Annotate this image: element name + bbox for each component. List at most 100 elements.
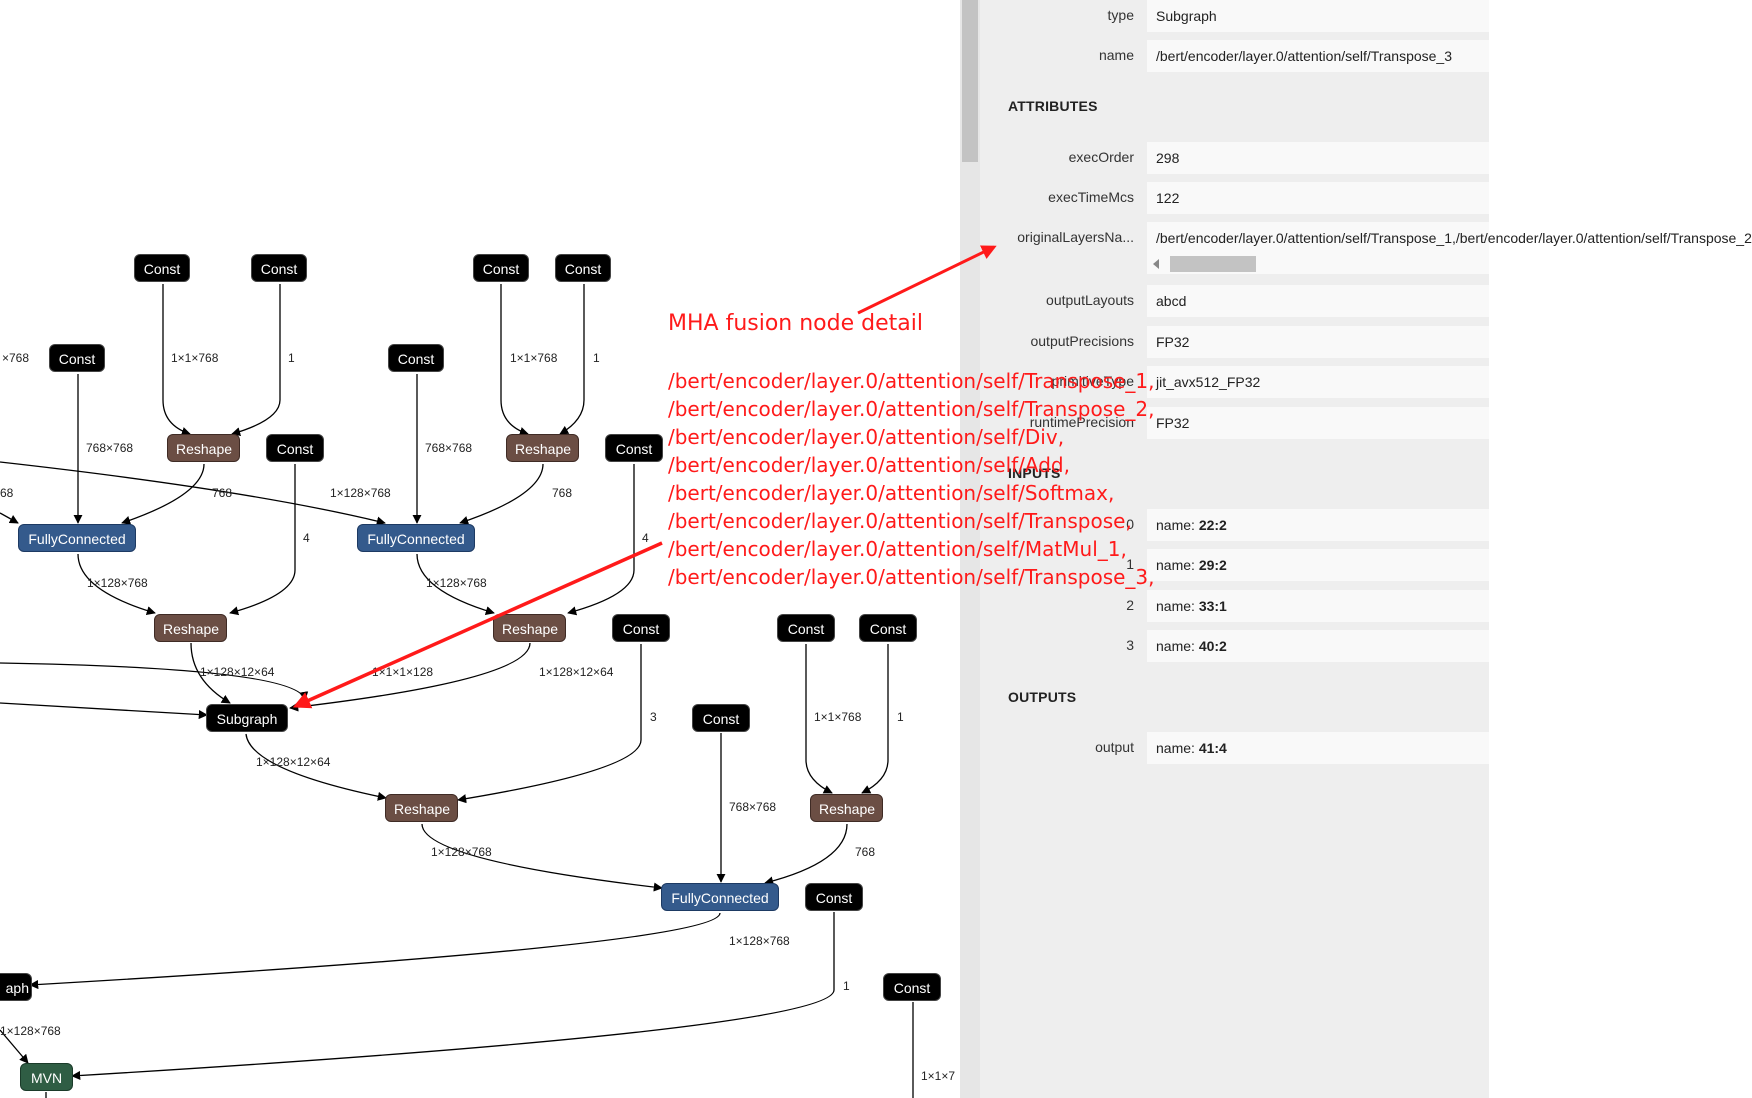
- scrollbar-thumb[interactable]: [1170, 256, 1256, 272]
- node-subgraph[interactable]: aph: [0, 973, 32, 1001]
- prop-value[interactable]: /bert/encoder/layer.0/attention/self/Tra…: [1147, 40, 1489, 72]
- node-const[interactable]: Const: [134, 254, 190, 282]
- prop-value[interactable]: FP32: [1147, 326, 1489, 358]
- prop-key: execOrder: [1068, 149, 1134, 165]
- prop-row-primitive-type: primitiveType jit_avx512_FP32: [980, 366, 1489, 398]
- edge: [459, 463, 544, 525]
- prop-key: outputPrecisions: [1030, 333, 1134, 349]
- node-const[interactable]: Const: [49, 344, 105, 372]
- output-name-label: name:: [1156, 740, 1199, 756]
- node-fully-connected[interactable]: FullyConnected: [661, 883, 779, 911]
- prop-key: outputLayouts: [1046, 292, 1134, 308]
- node-const[interactable]: Const: [777, 614, 835, 642]
- prop-row-original-layers: originalLayersNa... /bert/encoder/layer.…: [980, 222, 1752, 254]
- prop-row-exec-order: execOrder 298: [980, 142, 1489, 174]
- node-reshape[interactable]: Reshape: [493, 614, 566, 642]
- input-row: 0 name: 22:2: [980, 509, 1489, 541]
- graph-edges: [0, 284, 914, 1098]
- node-reshape[interactable]: Reshape: [810, 794, 883, 822]
- node-subgraph-selected[interactable]: Subgraph: [206, 704, 288, 732]
- node-const[interactable]: Const: [251, 254, 307, 282]
- node-reshape[interactable]: Reshape: [506, 434, 579, 462]
- section-header-outputs: OUTPUTS: [1008, 689, 1077, 705]
- input-name-label: name:: [1156, 638, 1199, 654]
- node-const[interactable]: Const: [612, 614, 670, 642]
- edge: [229, 464, 296, 616]
- edge-label: 1×128×768: [87, 576, 148, 590]
- node-const[interactable]: Const: [473, 254, 529, 282]
- edge-label: 1×1×7: [921, 1069, 956, 1083]
- prop-value[interactable]: 122: [1147, 182, 1489, 214]
- prop-value[interactable]: 298: [1147, 142, 1489, 174]
- node-const[interactable]: Const: [266, 434, 324, 462]
- edge-label: 768: [552, 486, 573, 500]
- section-header-inputs: INPUTS: [1008, 465, 1061, 481]
- edge-label: 1×128×12×64: [539, 665, 614, 679]
- prop-value[interactable]: Subgraph: [1147, 0, 1489, 32]
- edge-label: 68: [0, 486, 14, 500]
- node-const[interactable]: Const: [805, 883, 863, 911]
- input-row: 2 name: 33:1: [980, 590, 1489, 622]
- horizontal-scrollbar[interactable]: [1147, 254, 1489, 274]
- prop-value[interactable]: name: 22:2: [1147, 509, 1489, 541]
- vertical-scrollbar[interactable]: [960, 0, 980, 1098]
- node-const[interactable]: Const: [555, 254, 611, 282]
- prop-row-name: name /bert/encoder/layer.0/attention/sel…: [980, 40, 1489, 72]
- node-reshape[interactable]: Reshape: [385, 794, 458, 822]
- prop-row-runtime-precision: runtimePrecision FP32: [980, 407, 1489, 439]
- input-name-label: name:: [1156, 557, 1199, 573]
- edge-label: 1×1×768: [510, 351, 558, 365]
- node-const[interactable]: Const: [388, 344, 444, 372]
- node-const[interactable]: Const: [883, 973, 941, 1001]
- edge-label: 1×128×12×64: [256, 755, 331, 769]
- edge: [500, 284, 529, 436]
- prop-value[interactable]: name: 40:2: [1147, 630, 1489, 662]
- edge: [71, 912, 835, 1081]
- edge-label: 1×128×768: [330, 486, 391, 500]
- edge-label: 768×768: [86, 441, 134, 455]
- edge-label: 768×768: [729, 800, 777, 814]
- prop-value[interactable]: abcd: [1147, 285, 1489, 317]
- edge-label: 1×1×768: [171, 351, 219, 365]
- edge: [567, 464, 635, 616]
- edge-label: 1: [593, 351, 600, 365]
- prop-value[interactable]: FP32: [1147, 407, 1489, 439]
- edge: [559, 284, 585, 435]
- prop-value[interactable]: jit_avx512_FP32: [1147, 366, 1489, 398]
- prop-key: originalLayersNa...: [1017, 229, 1134, 245]
- node-fully-connected[interactable]: FullyConnected: [18, 524, 136, 552]
- node-reshape[interactable]: Reshape: [167, 434, 240, 462]
- edge: [0, 1029, 29, 1064]
- prop-key: name: [1098, 47, 1134, 63]
- edge-label: 1: [897, 710, 904, 724]
- node-const[interactable]: Const: [692, 704, 750, 732]
- output-row: output name: 41:4: [980, 732, 1489, 764]
- edge-label: 1×128×768: [0, 1024, 61, 1038]
- edge-label: 1×128×768: [426, 576, 487, 590]
- edge: [77, 553, 156, 616]
- graph-canvas[interactable]: Const Const Const Const Const Const Resh…: [0, 0, 960, 1098]
- edge: [162, 284, 191, 436]
- edge: [0, 461, 386, 526]
- prop-value[interactable]: name: 33:1: [1147, 590, 1489, 622]
- prop-value[interactable]: /bert/encoder/layer.0/attention/self/Tra…: [1147, 222, 1752, 254]
- input-row: 3 name: 40:2: [980, 630, 1489, 662]
- edge: [190, 642, 231, 704]
- edge-label: 1×128×768: [729, 934, 790, 948]
- scroll-left-icon[interactable]: [1153, 259, 1159, 269]
- scrollbar-thumb[interactable]: [962, 0, 978, 162]
- prop-value[interactable]: name: 41:4: [1147, 732, 1489, 764]
- node-fully-connected[interactable]: FullyConnected: [357, 524, 475, 552]
- edge: [29, 912, 721, 990]
- node-const[interactable]: Const: [605, 434, 663, 462]
- edge-label: 4: [642, 531, 649, 545]
- node-reshape[interactable]: Reshape: [154, 614, 227, 642]
- section-header-attributes: ATTRIBUTES: [1008, 98, 1098, 114]
- prop-value[interactable]: name: 29:2: [1147, 549, 1489, 581]
- node-mvn[interactable]: MVN: [20, 1063, 73, 1091]
- edge-label: 3: [650, 710, 657, 724]
- edge: [121, 463, 205, 525]
- edge-label: 4: [303, 531, 310, 545]
- node-const[interactable]: Const: [859, 614, 917, 642]
- prop-key: runtimePrecision: [1029, 414, 1134, 430]
